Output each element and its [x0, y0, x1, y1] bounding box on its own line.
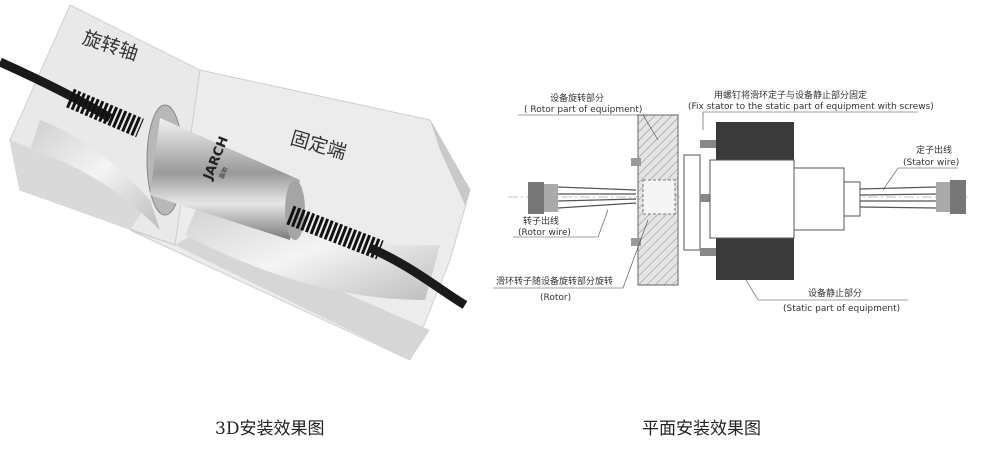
fix-stator-label-en: (Fix stator to the static part of equipm…: [688, 102, 934, 112]
static-part-label-en: (Static part of equipment): [783, 304, 900, 314]
brand-sub-label: 嘉驰: [217, 166, 229, 180]
static-part-label-cn: 设备静止部分: [808, 287, 862, 299]
stator-housing: [709, 159, 795, 239]
stator-wires: [859, 180, 966, 214]
rotor-wires: [528, 182, 637, 214]
rotor-label-cn: 滑环转子随设备旋转部分旋转: [496, 275, 613, 287]
rotor-cable-gland: [66, 88, 144, 138]
static-block-top: [716, 122, 794, 160]
rotor-bolt-left-bottom: [631, 238, 641, 246]
screw-top: [700, 140, 722, 148]
stator-cable: [368, 243, 468, 309]
rotor-part-label-en: ( Rotor part of equipment): [524, 105, 642, 115]
3d-installation-figure: JARCH 嘉驰 旋转轴 固定端: [0, 4, 471, 361]
stator-body: [793, 167, 845, 231]
rotor-wire-label-en: (Rotor wire): [518, 228, 571, 238]
fix-stator-label-cn: 用螺钉将滑环定子与设备静止部分固定: [714, 89, 867, 101]
stator-wire-label-cn: 定子出线: [916, 144, 952, 156]
stator-tail: [843, 181, 861, 217]
stator-cable-gland: [286, 205, 384, 260]
rotor-wire-label-cn: 转子出线: [523, 215, 559, 227]
static-block-bottom: [716, 238, 794, 280]
rotor-bolt-left: [631, 158, 641, 166]
stator-wire-label-en: (Stator wire): [903, 158, 959, 168]
rotor-core: [642, 179, 676, 215]
stator-flange: [683, 154, 701, 251]
leader-lines: [493, 111, 958, 301]
caption-3d: 3D安装效果图: [215, 419, 325, 439]
screw-bottom: [700, 248, 722, 256]
rotor-part-label-cn: 设备旋转部分: [550, 92, 604, 104]
planar-installation-drawing: 设备旋转部分 ( Rotor part of equipment) 用螺钉将滑环…: [493, 89, 968, 314]
caption-planar: 平面安装效果图: [642, 419, 761, 439]
rotor-label-en: (Rotor): [540, 293, 571, 303]
